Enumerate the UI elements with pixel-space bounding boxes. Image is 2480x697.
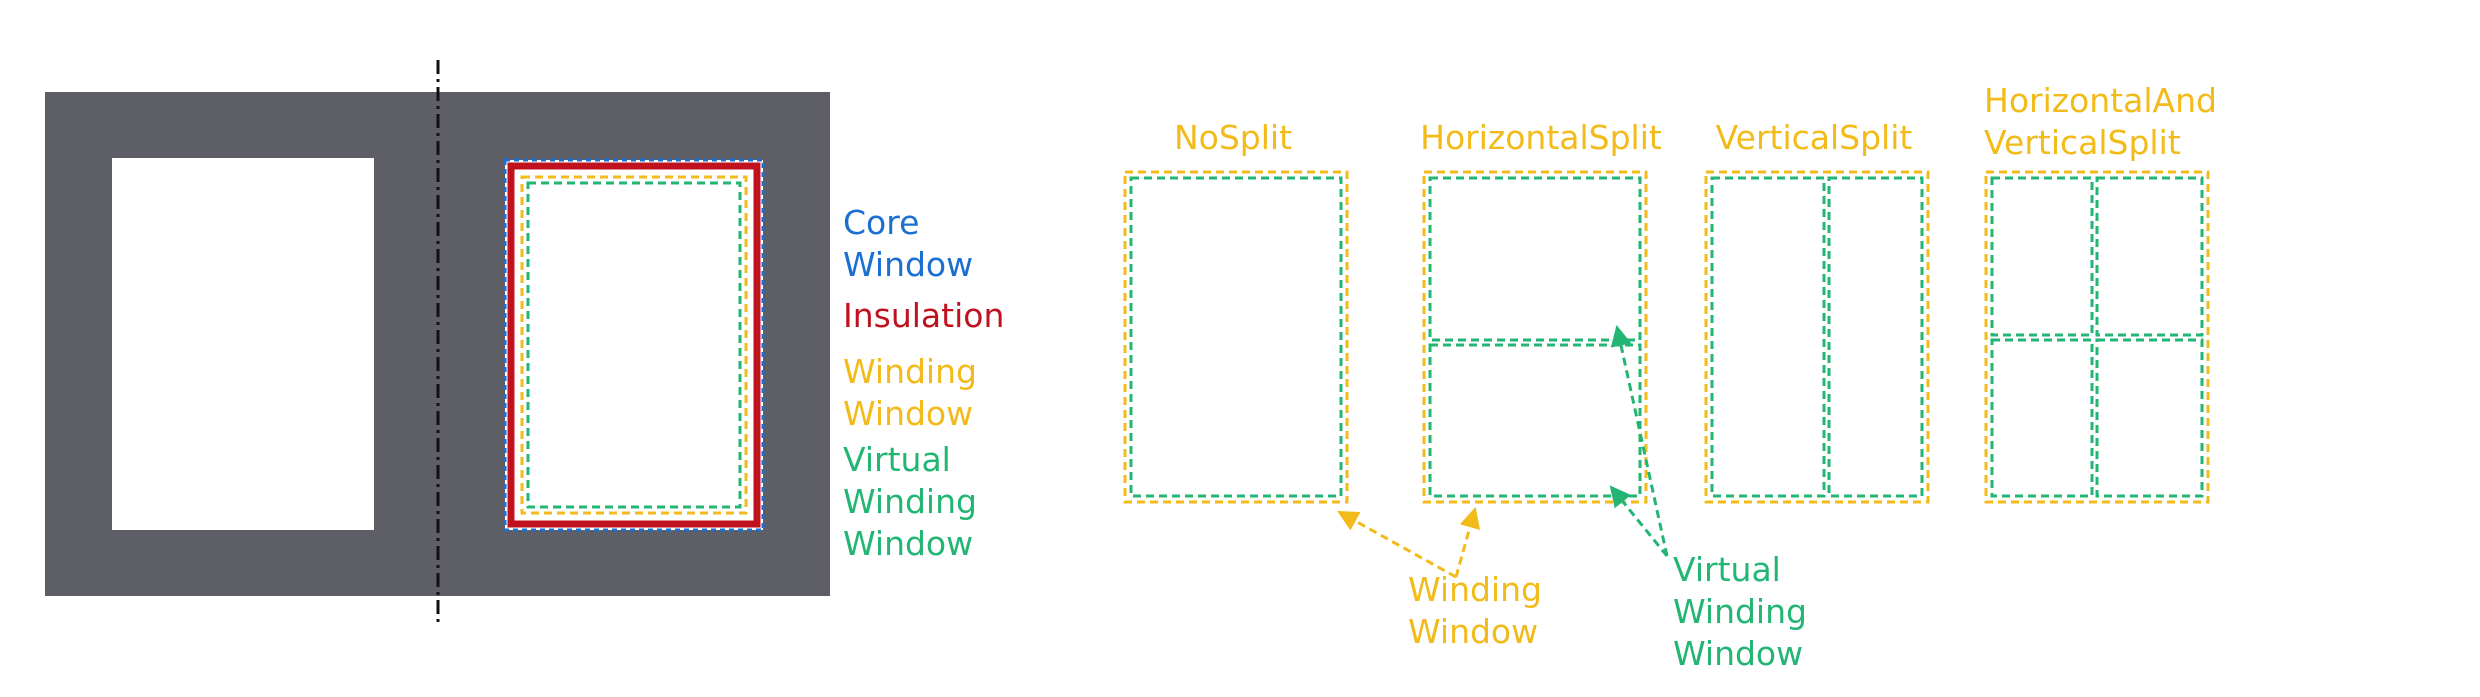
horizontal-split-virtual-window-top <box>1428 176 1642 342</box>
virtual-winding-window-arrow-2 <box>1609 485 1669 557</box>
horizontal-split-virtual-window-bottom <box>1428 343 1642 498</box>
no-split-example: NoSplit <box>1123 118 1349 504</box>
vertical-split-winding-window <box>1704 170 1930 504</box>
annotation-winding-window: Winding Window <box>1408 570 1552 651</box>
vertical-split-virtual-window-left <box>1710 176 1826 498</box>
winding-window-outline <box>520 175 748 515</box>
hv-split-virtual-window-bottom-right <box>2095 338 2204 498</box>
legend: Core Window Insulation Winding Window Vi… <box>843 203 1004 563</box>
horizontal-split-winding-window <box>1422 170 1648 504</box>
left-core-window <box>112 158 374 530</box>
insulation-outline <box>507 162 761 528</box>
core-window-outline <box>503 158 765 532</box>
winding-window-arrow-1 <box>1337 510 1457 579</box>
horizontal-split-title: HorizontalSplit <box>1420 118 1662 157</box>
no-split-virtual-window <box>1129 176 1343 498</box>
right-core-window <box>505 160 763 530</box>
no-split-winding-window <box>1123 170 1349 504</box>
horizontal-and-vertical-split-example: HorizontalAnd VerticalSplit <box>1984 81 2227 504</box>
hv-split-virtual-window-top-left <box>1990 176 2094 337</box>
virtual-winding-window-arrow-1 <box>1610 324 1669 557</box>
no-split-title: NoSplit <box>1174 118 1292 157</box>
core-cross-section <box>45 60 830 622</box>
horizontal-split-example: HorizontalSplit <box>1420 118 1662 504</box>
legend-virtual-winding-window: Virtual Winding Window <box>843 440 987 563</box>
winding-window-arrow-2 <box>1454 506 1481 578</box>
hv-split-virtual-window-top-right <box>2095 176 2204 337</box>
virtual-winding-window-outline <box>526 181 742 509</box>
annotation-arrows <box>1337 324 1669 579</box>
hv-split-virtual-window-bottom-left <box>1990 338 2094 498</box>
legend-core-window: Core Window <box>843 203 973 284</box>
legend-insulation: Insulation <box>843 296 1004 335</box>
vertical-split-virtual-window-right <box>1827 176 1924 498</box>
horizontal-and-vertical-split-title: HorizontalAnd VerticalSplit <box>1984 81 2227 162</box>
vertical-split-title: VerticalSplit <box>1716 118 1913 157</box>
hv-split-winding-window <box>1984 170 2210 504</box>
legend-winding-window: Winding Window <box>843 352 987 433</box>
annotation-virtual-winding-window: Virtual Winding Window <box>1673 550 1817 673</box>
vertical-split-example: VerticalSplit <box>1704 118 1930 504</box>
